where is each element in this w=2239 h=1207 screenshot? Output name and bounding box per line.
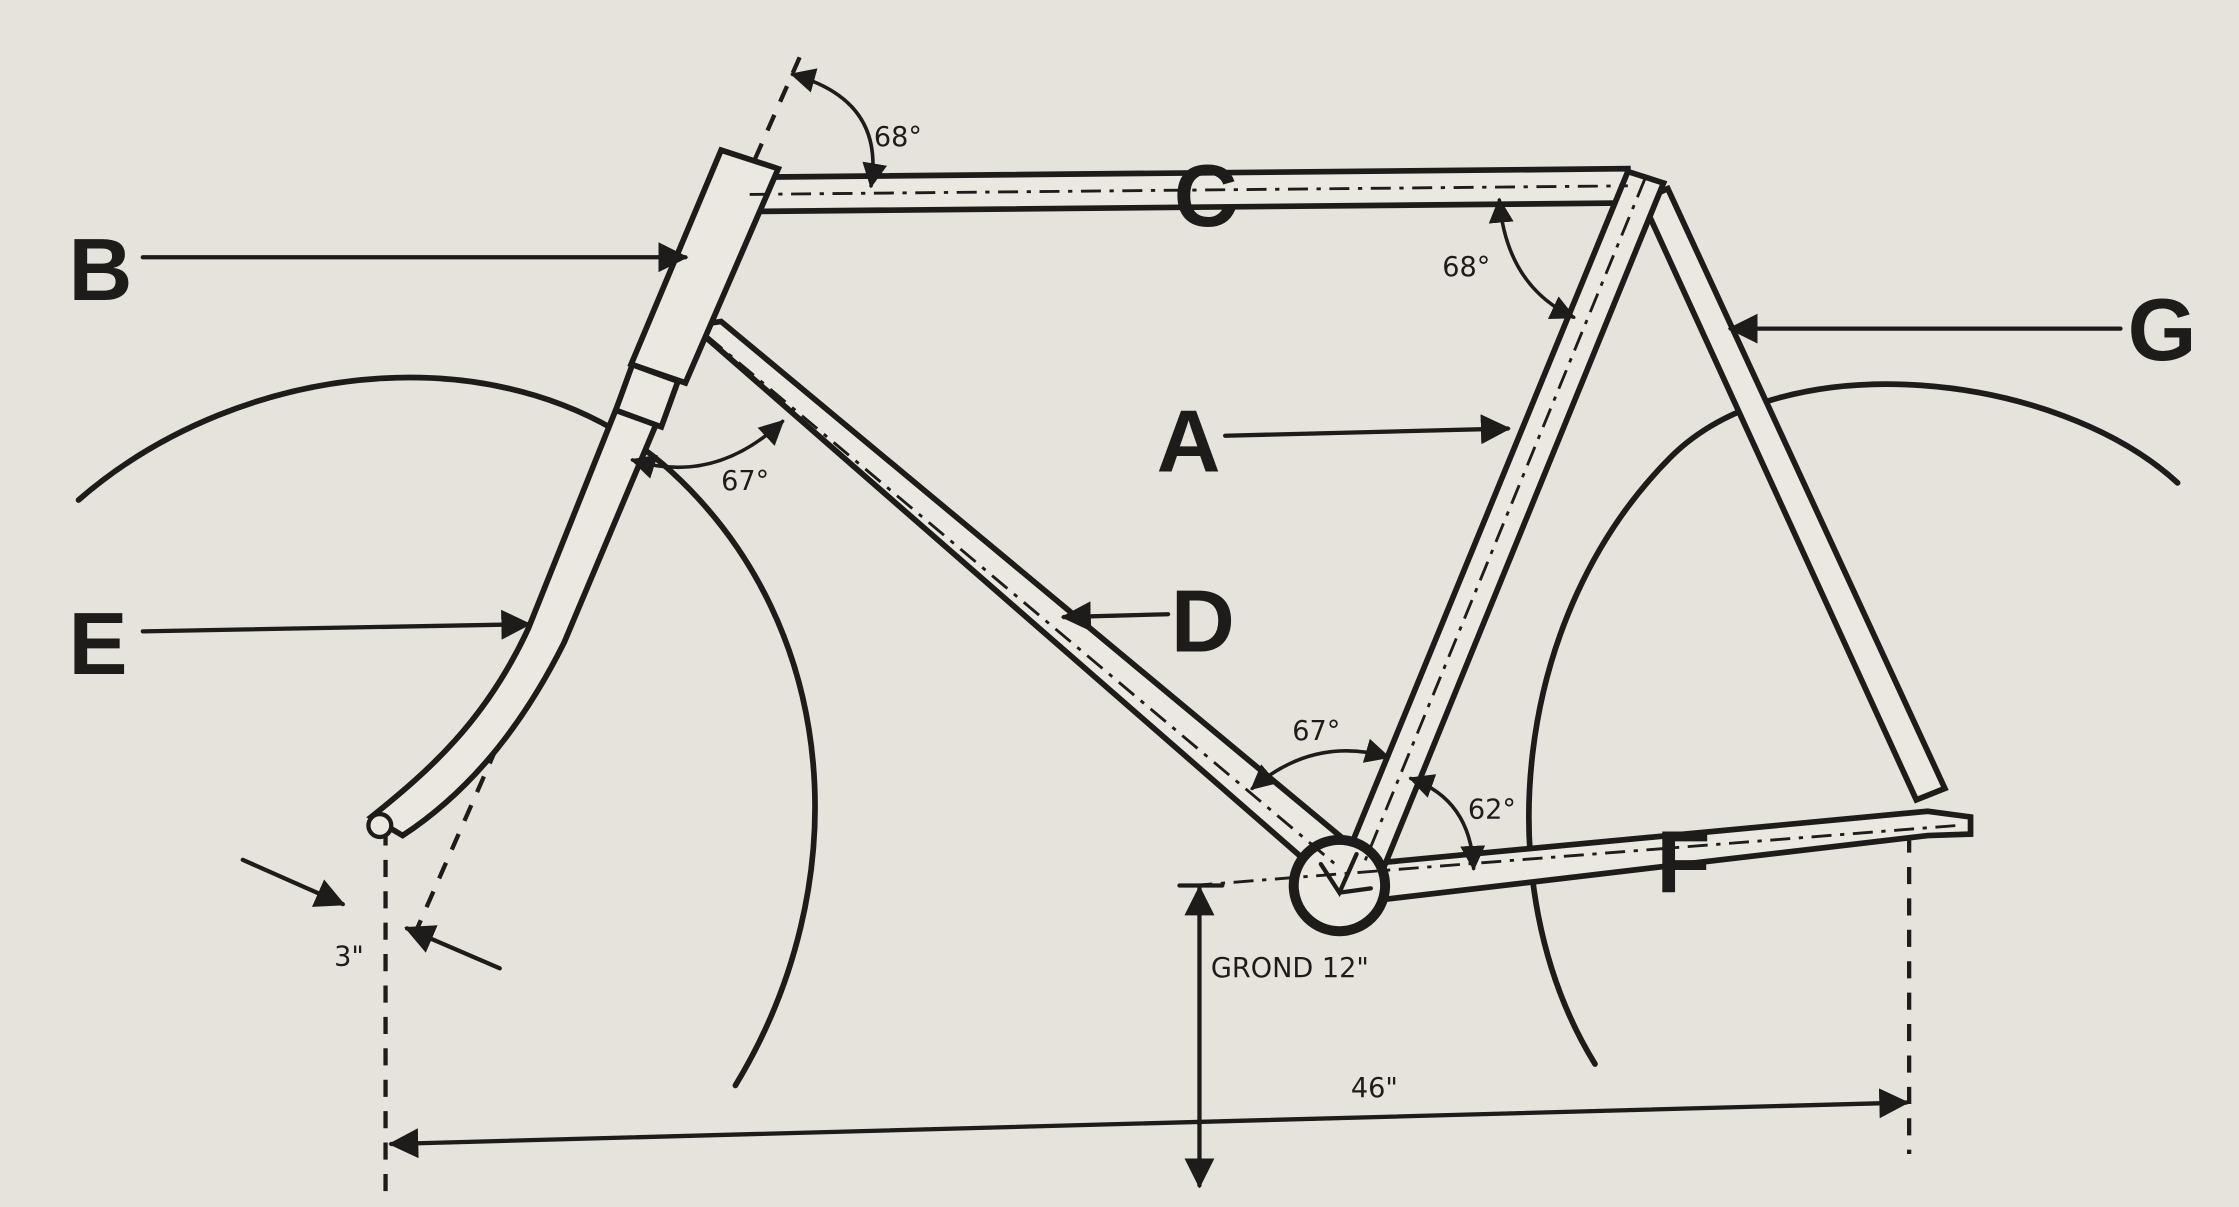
tube-seatstay-G (1638, 184, 1949, 804)
label-E: E (69, 594, 128, 693)
angle-seat-top: 68° (1442, 252, 1490, 283)
arrow-D (1060, 601, 1171, 632)
front-wheel-arc (75, 374, 818, 1089)
angle-head-down: 67° (721, 466, 769, 497)
angle-arc-head-down (630, 419, 785, 479)
label-A: A (1157, 391, 1221, 490)
arrow-fork-offset-left (240, 857, 346, 907)
tube-down-D (686, 318, 1362, 878)
chainstay-centerline (1192, 824, 1957, 887)
angle-head-top: 68° (874, 122, 922, 153)
angle-arc-seat-top (1488, 197, 1576, 319)
label-F: F (1656, 813, 1710, 912)
fork-dropout (366, 811, 394, 840)
ground-clearance-label: GROND 12" (1211, 953, 1369, 984)
angle-arc-bb-seat-chain (1408, 774, 1486, 871)
bottom-bracket (1288, 834, 1391, 937)
wheelbase-label: 46" (1351, 1073, 1398, 1104)
label-B: B (69, 220, 133, 319)
tube-head-B (627, 146, 783, 387)
wheelbase-dimension (388, 1088, 1910, 1159)
angle-arc-head-top (790, 68, 888, 189)
arrow-E (140, 609, 532, 640)
angle-arc-bb-down-seat (1250, 738, 1391, 791)
angle-bb-down-seat: 67° (1292, 716, 1340, 747)
fork-E (366, 375, 676, 839)
angle-bb-seat-chain: 62° (1468, 794, 1516, 825)
rear-wheel-arc (1526, 381, 2181, 1067)
arrow-fork-offset-right (404, 925, 502, 971)
label-G: G (2128, 280, 2197, 379)
label-D: D (1171, 571, 1235, 670)
arrow-A (1223, 414, 1511, 445)
down-tube-centerline (705, 334, 1337, 866)
head-lug (612, 360, 682, 431)
label-C: C (1174, 146, 1238, 245)
fork-offset-label: 3" (334, 941, 364, 972)
